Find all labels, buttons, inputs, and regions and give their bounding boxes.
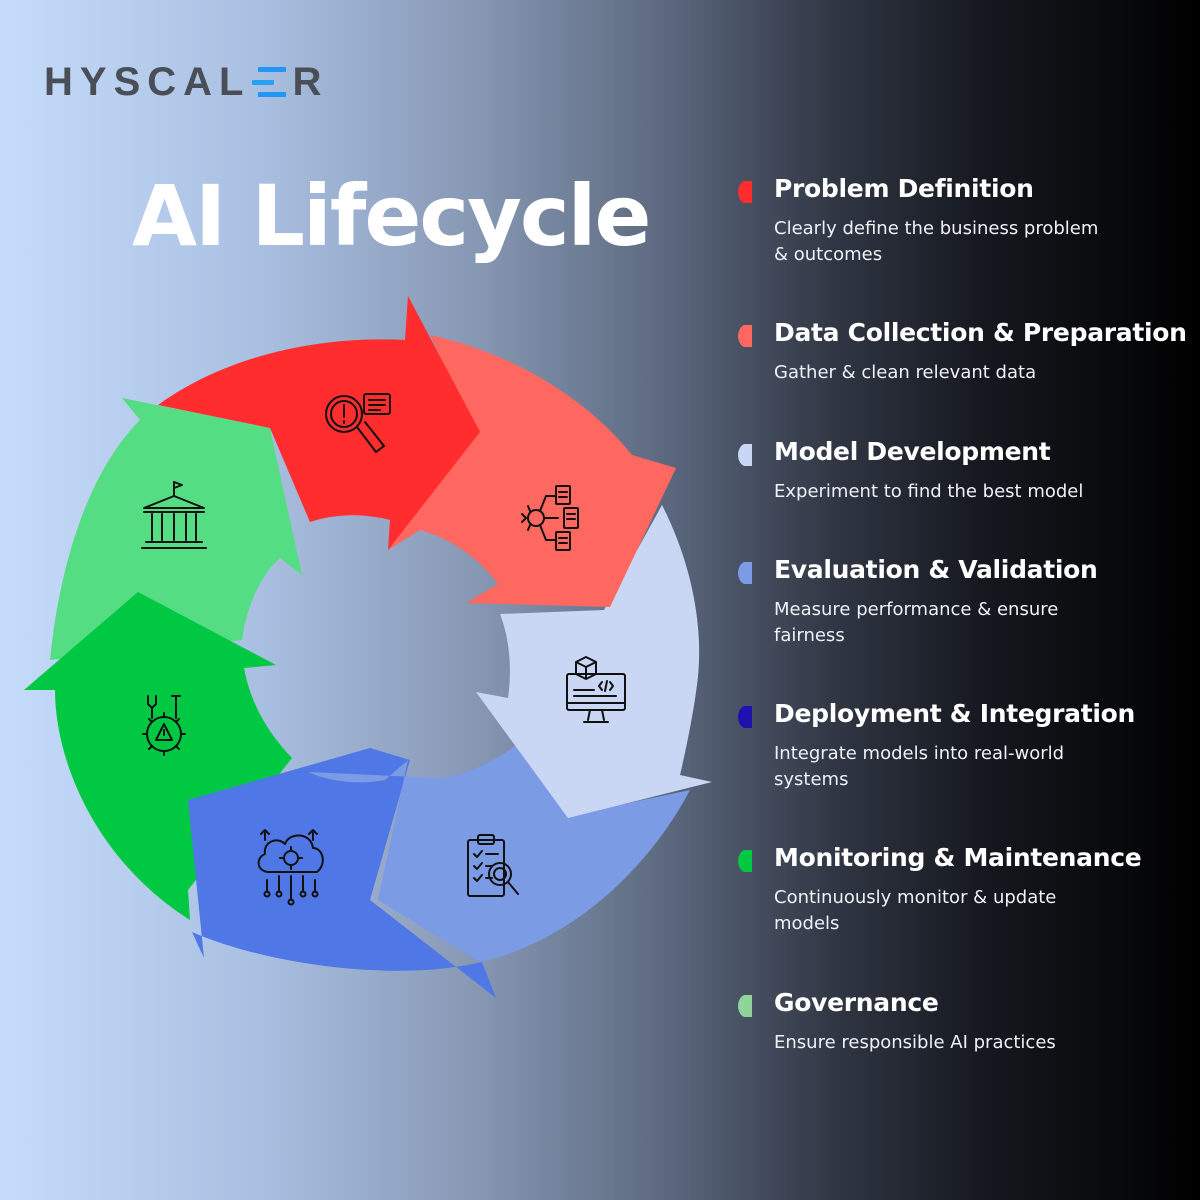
monitor-code-icon [566,656,626,723]
step-marker-icon [738,850,752,872]
government-building-icon [141,481,207,549]
clipboard-search-icon [467,834,519,897]
magnifier-alert-icon [325,393,391,453]
step-title: Model Development [774,437,1051,466]
step-description: Clearly define the business problem & ou… [774,218,1099,265]
step-description: Measure performance & ensure fairness [774,599,1059,646]
step-description: Ensure responsible AI practices [774,1032,1056,1053]
cloud-gear-icon [257,829,324,906]
wheel-segment-deployment [188,748,496,998]
step-description: Integrate models into real-world systems [774,743,1065,790]
wheel-segment-evaluation [308,728,690,962]
brand-name-right: R [292,59,329,104]
step-description: Experiment to find the best model [774,481,1084,502]
wheel-segment-governance [50,398,302,660]
step-title: Data Collection & Preparation [774,318,1187,347]
step-description: Gather & clean relevant data [774,362,1037,383]
logo-mark-icon [252,67,287,97]
step-marker-icon [738,325,752,347]
step-title: Problem Definition [774,174,1034,203]
step-marker-icon [738,562,752,584]
step-marker-icon [738,995,752,1017]
data-flow-icon [521,485,579,551]
step-title: Governance [774,988,939,1017]
step-description: Continuously monitor & update models [774,887,1057,934]
step-title: Evaluation & Validation [774,555,1098,584]
wheel-segment-data [388,335,676,607]
step-marker-icon [738,444,752,466]
step-marker-icon [738,706,752,728]
step-title: Monitoring & Maintenance [774,843,1142,872]
gear-tools-icon [142,695,186,756]
brand-logo: HYSCAL R [44,58,328,106]
step-marker-icon [738,181,752,203]
wheel-segment-problem [158,296,480,550]
lifecycle-wheel [24,296,712,998]
brand-name-left: HYSCAL [44,59,251,104]
page-title: AI Lifecycle [132,167,651,265]
step-title: Deployment & Integration [774,699,1136,728]
